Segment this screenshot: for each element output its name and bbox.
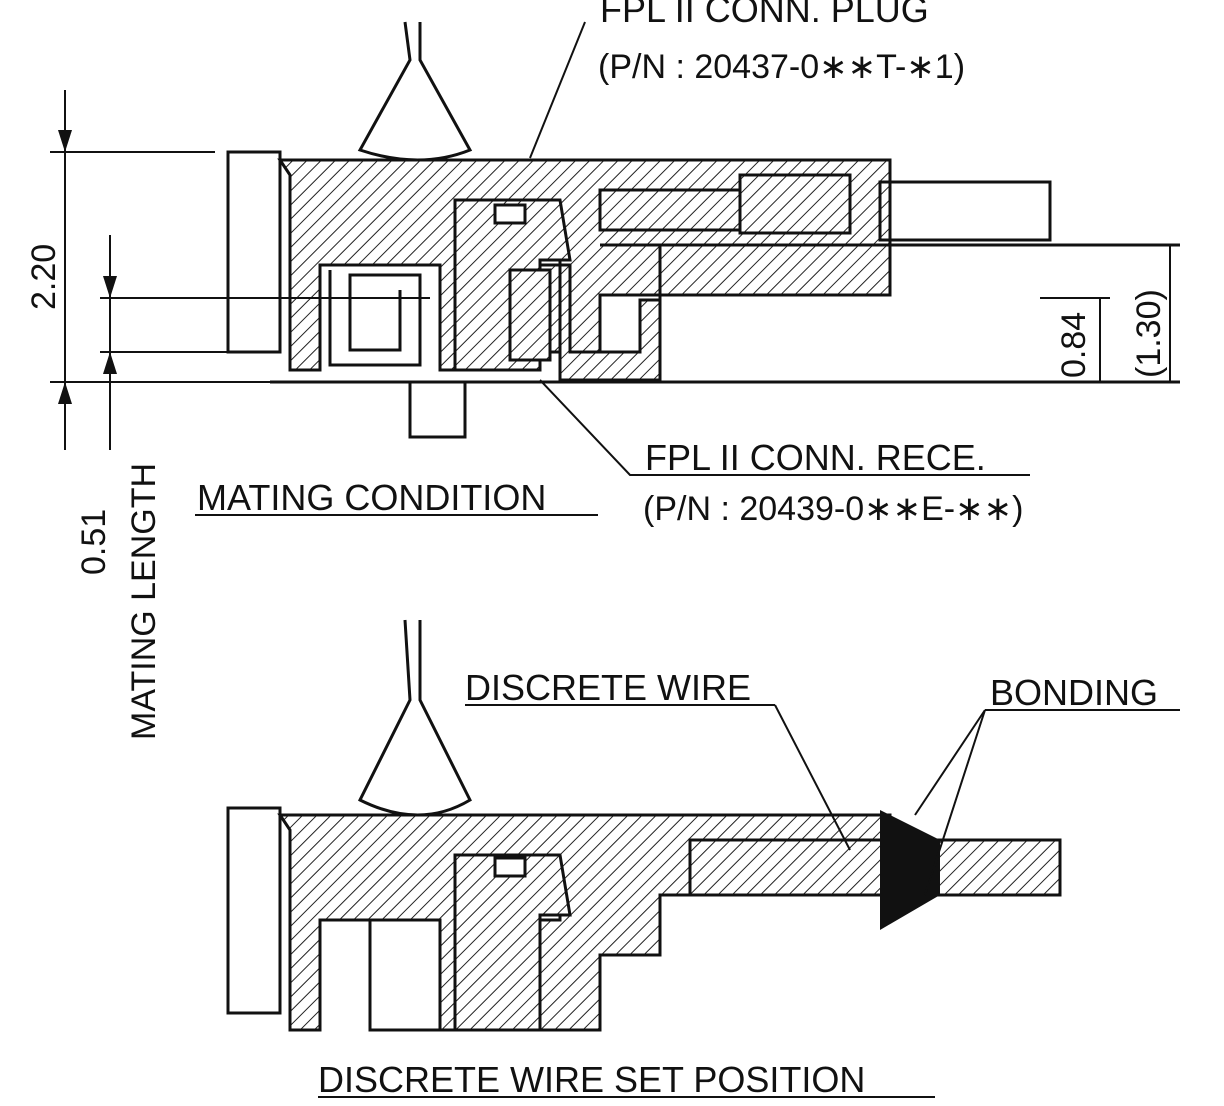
bonding-glue <box>880 810 940 930</box>
wire-sleeve <box>738 173 852 235</box>
contact-slot-lower <box>493 856 527 878</box>
discrete-wire-body <box>688 838 1062 897</box>
dim-rece-height: 0.84 <box>1055 312 1093 378</box>
dim-mating-length-value: 0.51 <box>75 509 113 575</box>
dim-ref-height: (1.30) <box>1130 289 1168 378</box>
discrete-wire-label: DISCRETE WIRE <box>465 667 751 708</box>
dimension-lines <box>50 90 1171 450</box>
discrete-wire-leader <box>774 704 851 851</box>
receptacle-insert <box>508 268 552 362</box>
lower-cavity <box>368 918 442 1032</box>
plug-name-label: FPL II CONN. PLUG <box>600 0 929 30</box>
plug-pn-label: (P/N : 20437-0∗∗T-∗1) <box>598 48 965 86</box>
mating-condition-view <box>226 21 1180 439</box>
rece-leader <box>539 379 1030 476</box>
bonding-label: BONDING <box>990 672 1158 713</box>
wire-set-view <box>226 619 1062 1032</box>
wire-end <box>878 180 1052 242</box>
plug-leader <box>529 21 586 159</box>
rece-name-label: FPL II CONN. RECE. <box>645 437 986 478</box>
pull-tab-lower <box>357 619 472 817</box>
bonding-leader-1 <box>914 709 986 816</box>
mating-length-label: MATING LENGTH <box>125 463 163 740</box>
wire-set-position-title: DISCRETE WIRE SET POSITION <box>318 1059 865 1100</box>
plug-front-wall <box>226 150 282 354</box>
dim-total-height: 2.20 <box>25 244 63 310</box>
contact-section-lower <box>453 853 572 1032</box>
bottom-boss <box>408 380 467 439</box>
mating-condition-title: MATING CONDITION <box>197 477 546 518</box>
pull-tab <box>357 21 473 162</box>
plug-front-wall-lower <box>226 806 282 1015</box>
rece-pn-label: (P/N : 20439-0∗∗E-∗∗) <box>643 490 1023 528</box>
bonding-leader-2 <box>924 709 986 896</box>
contact-slot <box>493 203 527 225</box>
spring-contact <box>328 270 422 367</box>
